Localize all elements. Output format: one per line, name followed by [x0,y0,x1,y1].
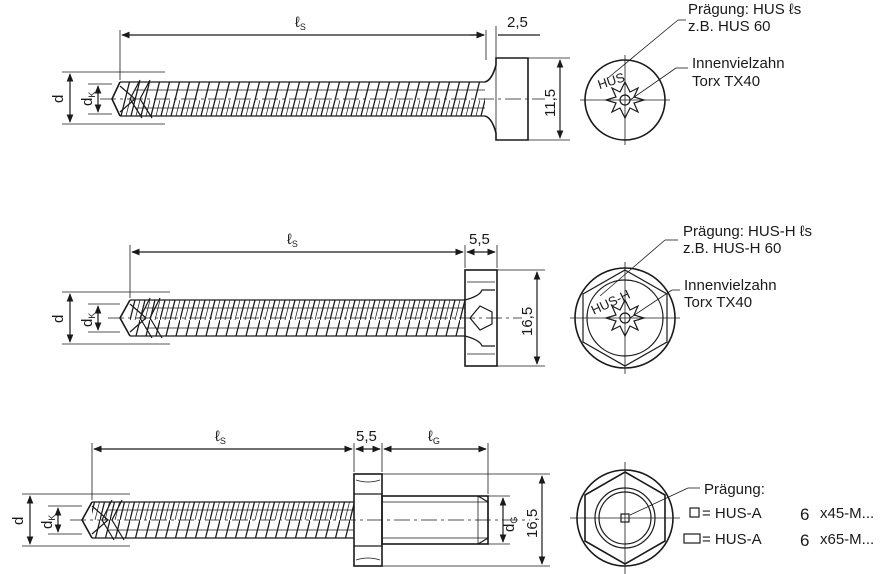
screw-1-head-height: 2,5 [507,14,528,31]
screw-1: ℓS 2,5 11,5 d dK HUS Prägung: [50,1,801,145]
screw-1-embossing-example: z.B. HUS 60 [688,18,771,35]
screw-1-dk-label: dK [79,92,97,106]
screw-3-dg-label: dG [501,517,519,532]
svg-text:x45-M...: x45-M... [820,505,874,522]
screw-3: ℓS 5,5 ℓG dG 16,5 d dK [10,428,874,574]
screw-2-drive-label: Innenvielzahn [684,277,777,294]
screw-2-d-label: d [50,315,67,323]
screw-2-dk-label: dK [79,313,97,327]
screw-3-end-view [570,462,680,574]
screw-2: ℓS 5,5 16,5 d dK HUS-H Prä [50,223,812,374]
screw-1-end-view: HUS [580,55,670,145]
screw-3-dk-label: dK [39,515,57,529]
screw-1-embossing-label: Prägung: HUS ℓs [688,1,801,18]
screw-1-d-label: d [50,95,67,103]
screw-3-thread-length-label: ℓG [428,428,440,446]
svg-text:= HUS-A: = HUS-A [702,531,762,548]
screw-3-legend: = HUS-A 6 x45-M... = HUS-A 6 x65-M... [683,505,874,550]
legend-item-rectangle: = HUS-A 6 x65-M... [683,531,874,550]
screw-2-drive-type: Torx TX40 [684,294,752,311]
screw-2-length-label: ℓS [287,231,298,249]
screw-3-head-height: 5,5 [356,428,377,445]
svg-text:x65-M...: x65-M... [820,531,874,548]
screw-1-drive-type: Torx TX40 [692,73,760,90]
square-symbol-icon [689,507,700,518]
screw-3-length-label: ℓS [215,428,226,446]
legend-item-square: = HUS-A 6 x45-M... [689,505,874,524]
svg-text:= HUS-A: = HUS-A [702,505,762,522]
screw-2-head-height: 5,5 [469,231,490,248]
screw-2-embossing-label: Prägung: HUS-H ℓs [683,223,812,240]
rectangle-symbol-icon [683,533,701,544]
screw-2-embossing-example: z.B. HUS-H 60 [683,240,781,257]
svg-text:6: 6 [800,505,809,524]
screw-2-end-view: HUS-H [570,262,680,374]
screw-1-drive-label: Innenvielzahn [692,55,785,72]
screw-1-length-label: ℓS [295,14,306,32]
screw-1-head-diameter: 11,5 [542,89,559,117]
screw-3-head-diameter: 16,5 [524,509,541,538]
svg-text:6: 6 [800,531,809,550]
screw-3-embossing-label: Prägung: [704,481,765,498]
screw-3-d-label: d [10,517,27,525]
screw-2-head-diameter: 16,5 [519,307,536,336]
